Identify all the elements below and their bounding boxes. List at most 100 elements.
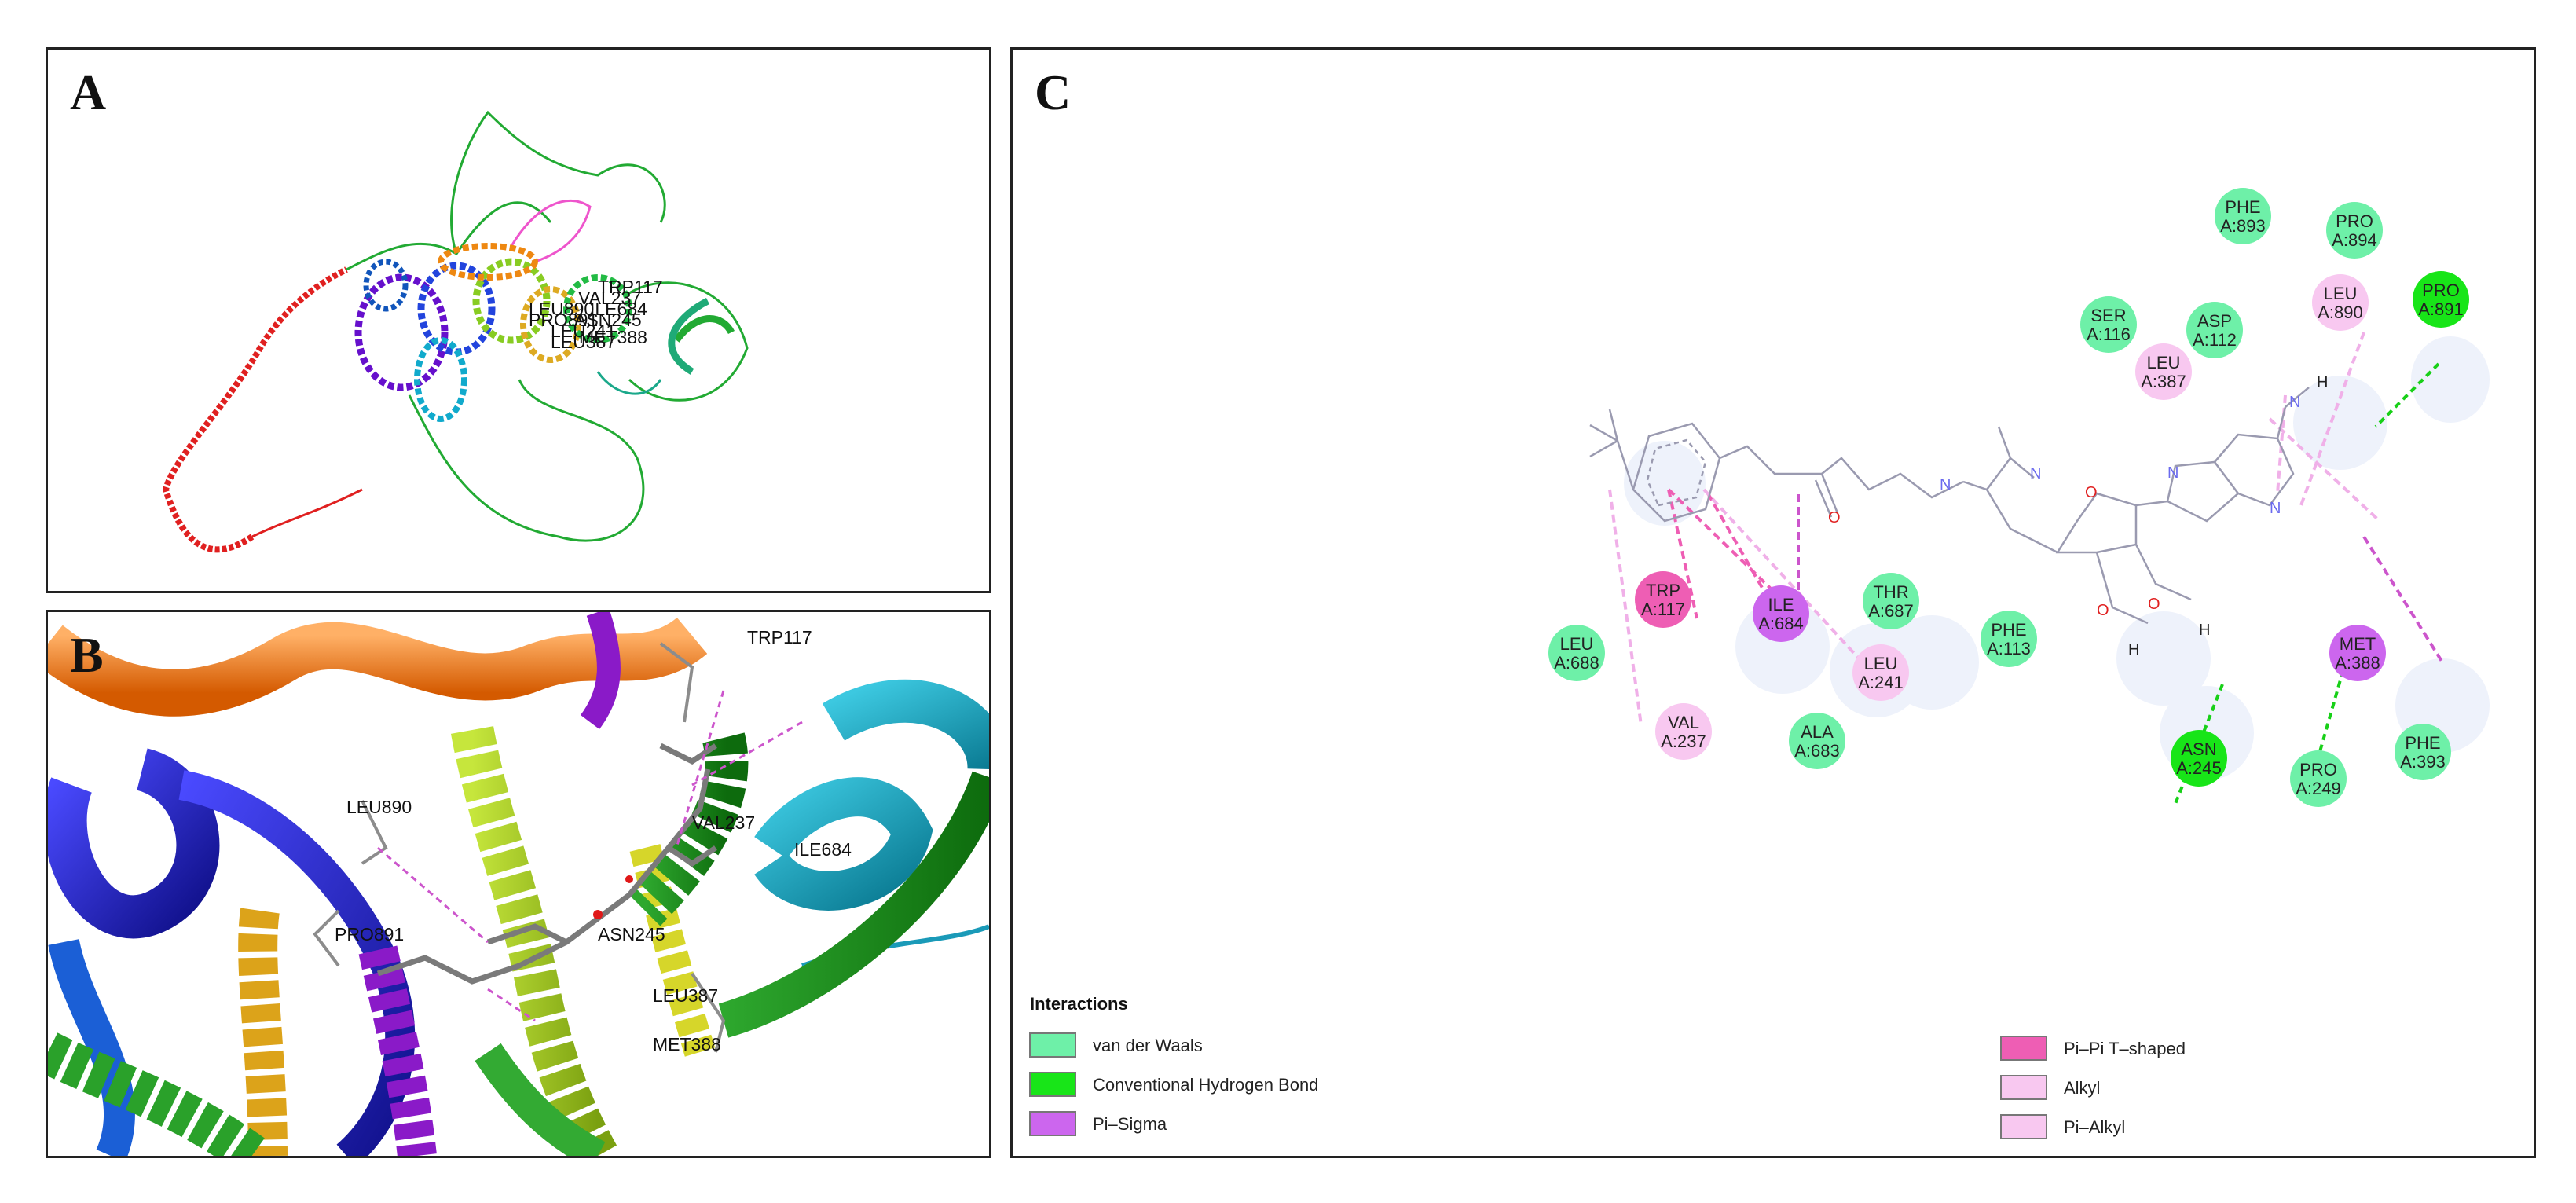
residue-name: ILE <box>1768 595 1794 614</box>
residue-name: ALA <box>1801 722 1834 742</box>
residue-circle <box>1635 571 1691 628</box>
panel-c-letter: C <box>1035 64 1072 120</box>
residue-circle <box>2290 750 2347 807</box>
residue-name: THR <box>1873 582 1908 602</box>
residue-id: A:894 <box>2332 230 2377 250</box>
overview-label: LEU241 <box>551 321 616 341</box>
residue-circle <box>1981 611 2037 667</box>
site-label: TRP117 <box>747 627 812 647</box>
site-label: MET388 <box>653 1034 721 1054</box>
residue-id: A:687 <box>1868 601 1914 621</box>
atom-label: O <box>1828 509 1841 526</box>
atom-label: N <box>2030 465 2041 482</box>
residue-name: ASP <box>2197 311 2232 331</box>
residue-name: PRO <box>2422 281 2460 300</box>
overview-label: LEU890 <box>529 299 594 319</box>
panel-a-protein-overview: A TRP117 LEU890 VAL237 PRO891 <box>46 47 991 593</box>
residue-circle <box>2171 730 2227 787</box>
legend-label: van der Waals <box>1093 1036 1203 1055</box>
residue-id: A:117 <box>1641 600 1685 619</box>
legend-label: Alkyl <box>2064 1078 2100 1098</box>
residue-name: LEU <box>2147 353 2181 372</box>
atom-label: H <box>2317 374 2328 391</box>
residue-name: PHE <box>1991 620 2026 640</box>
residue-name: LEU <box>1560 634 1594 654</box>
residue-id: A:393 <box>2400 752 2446 772</box>
residue-id: A:113 <box>1987 639 2031 658</box>
atom-label: O <box>2097 602 2109 619</box>
residue-id: A:684 <box>1758 614 1804 633</box>
site-label: ILE684 <box>794 839 852 860</box>
overview-label: PRO891 <box>529 310 598 330</box>
legend-label: Pi–Sigma <box>1093 1114 1167 1134</box>
residue-circle <box>1863 573 1919 629</box>
overview-label: MET388 <box>579 327 647 347</box>
atom-label: N <box>2167 464 2178 482</box>
binding-site-ribbon: TRP117 LEU890 VAL237 ILE684 PRO891 ASN24… <box>48 612 989 1156</box>
protein-overview-ribbon: TRP117 LEU890 VAL237 PRO891 ILE684 LEU24… <box>162 110 749 553</box>
residue-circle <box>1548 625 1605 681</box>
residue-id: A:890 <box>2318 303 2363 322</box>
legend-swatch <box>2000 1036 2047 1061</box>
residue-circle <box>2326 202 2383 259</box>
overview-label: VAL237 <box>578 288 641 308</box>
residue-circle <box>2080 296 2137 353</box>
residue-id: A:388 <box>2335 653 2380 673</box>
residue-name: PHE <box>2405 733 2440 753</box>
atom-label: N <box>1940 476 1951 493</box>
legend-swatch <box>2000 1114 2047 1139</box>
legend-label: Pi–Pi T–shaped <box>2064 1039 2186 1058</box>
residue-circle <box>2312 274 2369 331</box>
residue-circle <box>2395 724 2451 780</box>
residue-circle <box>1852 644 1909 701</box>
ligand-atom-labels: O N N O O O N N N H H H <box>1828 374 2328 658</box>
panel-b-letter: B <box>70 627 104 683</box>
atom-label: N <box>2270 500 2281 517</box>
overview-residue-labels: TRP117 LEU890 VAL237 PRO891 ILE684 LEU24… <box>529 277 663 352</box>
atom-label: H <box>2199 622 2210 639</box>
residue-id: A:241 <box>1858 673 1904 692</box>
residue-circle <box>2413 271 2469 328</box>
site-label: VAL237 <box>692 812 755 833</box>
residue-name: TRP <box>1646 581 1680 600</box>
legend-swatch <box>2000 1075 2047 1100</box>
atom-label: O <box>2085 484 2098 501</box>
panel-a-letter: A <box>70 64 107 120</box>
residue-id: A:891 <box>2418 299 2464 319</box>
residue-name: SER <box>2090 306 2126 325</box>
residue-id: A:683 <box>1794 741 1840 761</box>
residue-circle <box>2215 188 2271 244</box>
residue-id: A:112 <box>2193 330 2237 350</box>
site-label: LEU387 <box>653 985 718 1006</box>
legend-swatch <box>1029 1072 1076 1097</box>
panel-b-binding-site: B <box>46 610 991 1158</box>
residue-name: PRO <box>2299 760 2337 779</box>
residue-name: LEU <box>2324 284 2358 303</box>
residue-circle <box>1655 703 1712 760</box>
residue-name: LEU <box>1864 654 1898 673</box>
residue-name: PRO <box>2336 211 2373 231</box>
legend-label: Conventional Hydrogen Bond <box>1093 1075 1318 1095</box>
residue-circle <box>2329 625 2386 681</box>
residue-circle <box>1789 713 1845 769</box>
residue-id: A:116 <box>2087 325 2131 344</box>
residue-id: A:237 <box>1661 732 1706 751</box>
residue-circle <box>1753 585 1809 642</box>
legend-label: Pi–Alkyl <box>2064 1117 2125 1137</box>
